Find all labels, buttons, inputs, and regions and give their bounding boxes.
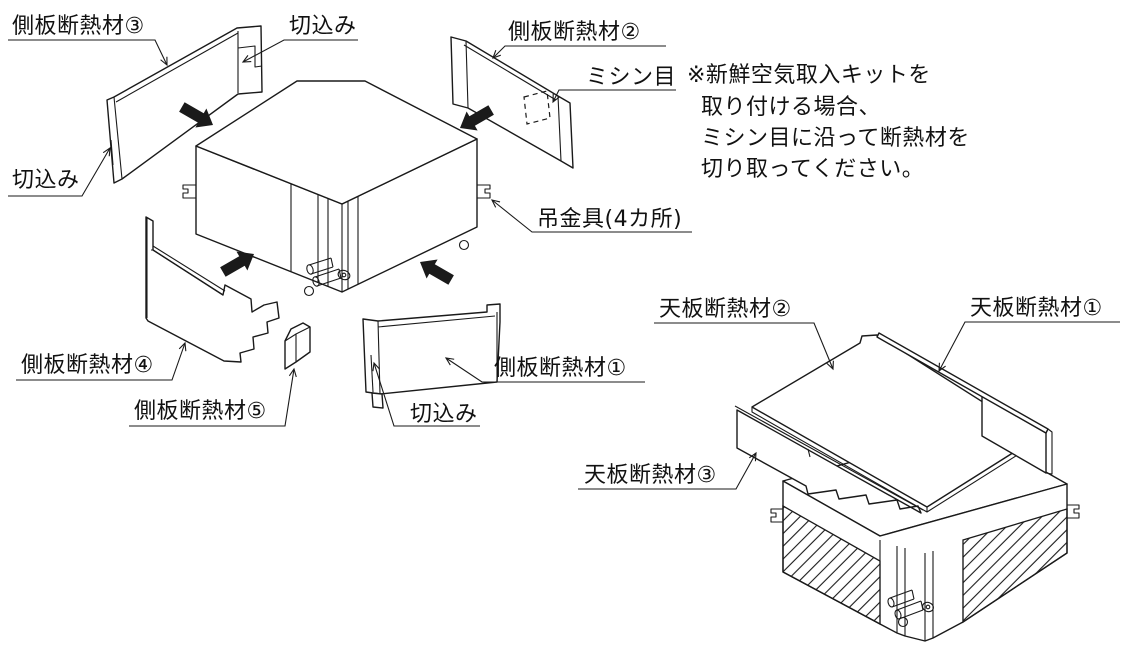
side-insulation-panel-2 (450, 36, 574, 169)
top-insulation-panel-2 (751, 334, 1039, 513)
pipe-stubs (887, 589, 934, 628)
label-notch-top: 切込み (289, 14, 357, 39)
drain-hole (303, 285, 315, 297)
indoor-unit-body (182, 80, 491, 297)
exploded-view-diagram: 側板断熱材③ 切込み 側板断熱材② ミシン目 切込み 吊金具(4カ所) 側板断熱… (8, 14, 970, 427)
notch-slit (370, 354, 374, 393)
note-line-4: 切り取ってください。 (701, 157, 924, 182)
label-side-panel-4: 側板断熱材④ (21, 353, 154, 378)
arrow-up-left-icon (420, 259, 454, 285)
leader-lines-left (8, 39, 692, 427)
perforation-outline (523, 90, 551, 125)
drain-hole (897, 616, 909, 628)
arrow-down-left-icon (460, 105, 494, 131)
label-perforation: ミシン目 (586, 65, 676, 90)
notch-slit (110, 139, 114, 166)
hanger-bracket-left (182, 184, 196, 199)
label-side-panel-2: 側板断熱材② (508, 20, 641, 45)
hanger-bracket-right (1067, 504, 1080, 519)
label-top-panel-3: 天板断熱材③ (584, 463, 717, 488)
side-insulation-panel-4 (145, 216, 280, 363)
label-side-panel-3: 側板断熱材③ (12, 14, 145, 39)
label-hanger-bracket: 吊金具(4カ所) (537, 207, 682, 232)
top-insulation-panel-1 (876, 332, 1053, 475)
label-top-panel-1: 天板断熱材① (970, 296, 1103, 321)
leader-lines-right (578, 321, 1120, 490)
note-line-2: 取り付ける場合、 (701, 95, 881, 120)
hanger-bracket-right (477, 184, 491, 199)
fresh-air-kit-note: ※新鮮空気取入キットを 取り付ける場合、 ミシン目に沿って断熱材を 切り取ってく… (687, 63, 970, 182)
label-side-panel-1: 側板断熱材① (494, 356, 627, 381)
side-insulation-panel-5 (284, 322, 311, 370)
assembled-view-diagram: 天板断熱材② 天板断熱材① 天板断熱材③ (578, 296, 1120, 642)
label-side-panel-5: 側板断熱材⑤ (134, 399, 267, 424)
screw-hole (458, 239, 470, 251)
arrow-down-right-icon (179, 102, 213, 128)
arrow-up-right-icon (220, 251, 254, 277)
label-top-panel-2: 天板断熱材② (659, 297, 792, 322)
note-line-1: ※新鮮空気取入キットを (687, 63, 931, 88)
insertion-arrows (179, 102, 494, 285)
top-insulation-panel-3 (734, 405, 924, 514)
pipe-recess (290, 184, 359, 289)
bottom-tab (371, 392, 384, 409)
pipe-stubs (303, 257, 351, 297)
label-notch-bottom: 切込み (410, 402, 478, 427)
note-line-3: ミシン目に沿って断熱材を (701, 126, 970, 151)
label-notch-left: 切込み (12, 168, 80, 193)
hanger-bracket-left (770, 508, 783, 523)
